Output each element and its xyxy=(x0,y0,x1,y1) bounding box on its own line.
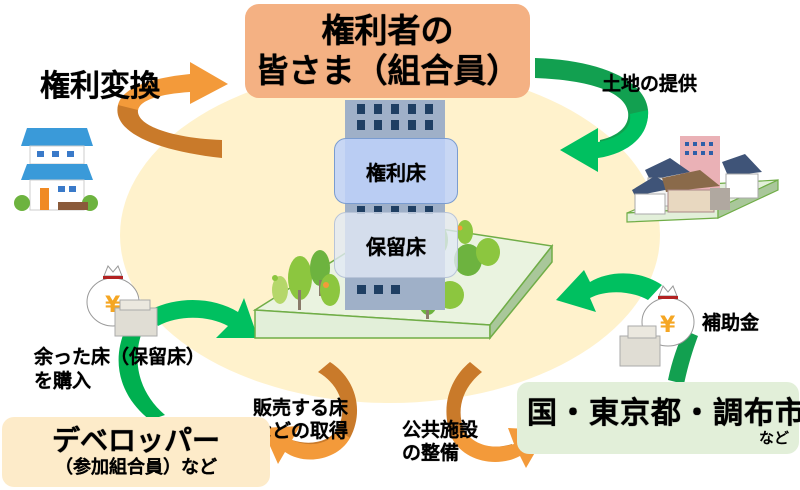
rights-holders-title-line2: 皆さま（組合員） xyxy=(255,51,520,90)
reserved-floor-box: 保留床 xyxy=(334,212,458,278)
buy-reserved-floor-label-line1: 余った床（保留床） xyxy=(34,346,206,368)
money-bag-right-icon: ¥ xyxy=(619,285,695,367)
rights-floor-box: 権利床 xyxy=(334,138,458,204)
buy-reserved-floor-label-line2: を購入 xyxy=(34,370,92,392)
government-sub: など xyxy=(758,429,789,447)
subsidy-arrow xyxy=(556,270,698,384)
acquire-floor-arrow xyxy=(262,362,358,464)
acquire-floor-label-line2: などの取得 xyxy=(253,420,349,442)
reserved-floor-label: 保留床 xyxy=(366,234,426,259)
developer-sub: （参加組合員）など xyxy=(55,457,217,479)
developer-name: デベロッパー xyxy=(51,424,220,458)
acquire-floor-label-line1: 販売する床 xyxy=(253,397,349,419)
yen-right: ¥ xyxy=(660,313,676,338)
public-facility-label-line2: の整備 xyxy=(402,442,460,464)
subsidy-label: 補助金 xyxy=(702,312,760,334)
developer-box: デベロッパー （参加組合員）など xyxy=(2,417,270,487)
rights-holders-box: 権利者の 皆さま（組合員） xyxy=(245,4,530,98)
buy-reserved-floor-arrow xyxy=(118,298,258,420)
public-facility-label-line1: 公共施設 xyxy=(402,419,479,441)
government-name: 国・東京都・調布市 xyxy=(527,396,800,431)
government-box: 国・東京都・調布市 など xyxy=(517,382,800,454)
town-icon xyxy=(626,136,779,223)
rights-conversion-arrow xyxy=(117,62,228,158)
rights-floor-label: 権利床 xyxy=(366,160,426,185)
land-provision-label: 土地の提供 xyxy=(602,73,698,95)
rights-conversion-label: 権利変換 xyxy=(40,69,160,104)
house-icon xyxy=(14,128,98,211)
land-provision-arrow xyxy=(535,58,649,172)
rights-holders-title-line1: 権利者の xyxy=(321,11,454,51)
money-bag-left-icon: ¥ xyxy=(86,265,158,337)
